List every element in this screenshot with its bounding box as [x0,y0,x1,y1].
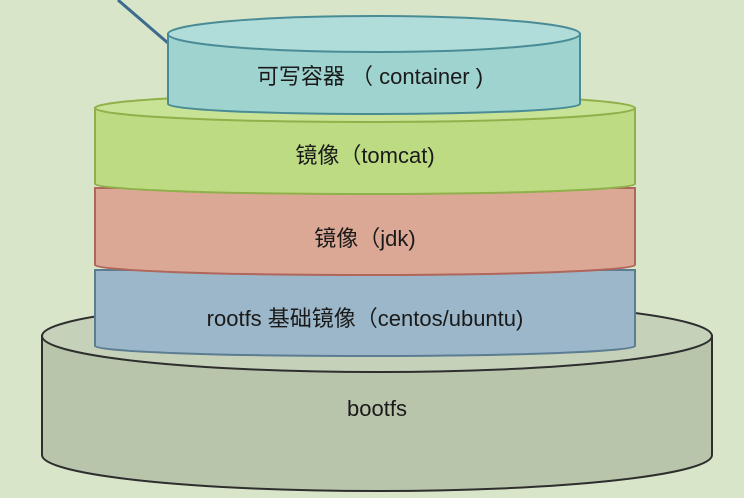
layer-container: 可写容器 （ container ) [167,15,581,115]
layer-jdk: 镜像（jdk) [94,187,636,276]
tomcat-label: 镜像（tomcat) [295,143,434,168]
bootfs-label: bootfs [347,396,407,421]
layer-rootfs: rootfs 基础镜像（centos/ubuntu) [94,269,636,357]
container-label: 可写容器 （ container ) [257,64,483,89]
rootfs-label: rootfs 基础镜像（centos/ubuntu) [207,306,524,331]
jdk-label: 镜像（jdk) [314,226,415,251]
